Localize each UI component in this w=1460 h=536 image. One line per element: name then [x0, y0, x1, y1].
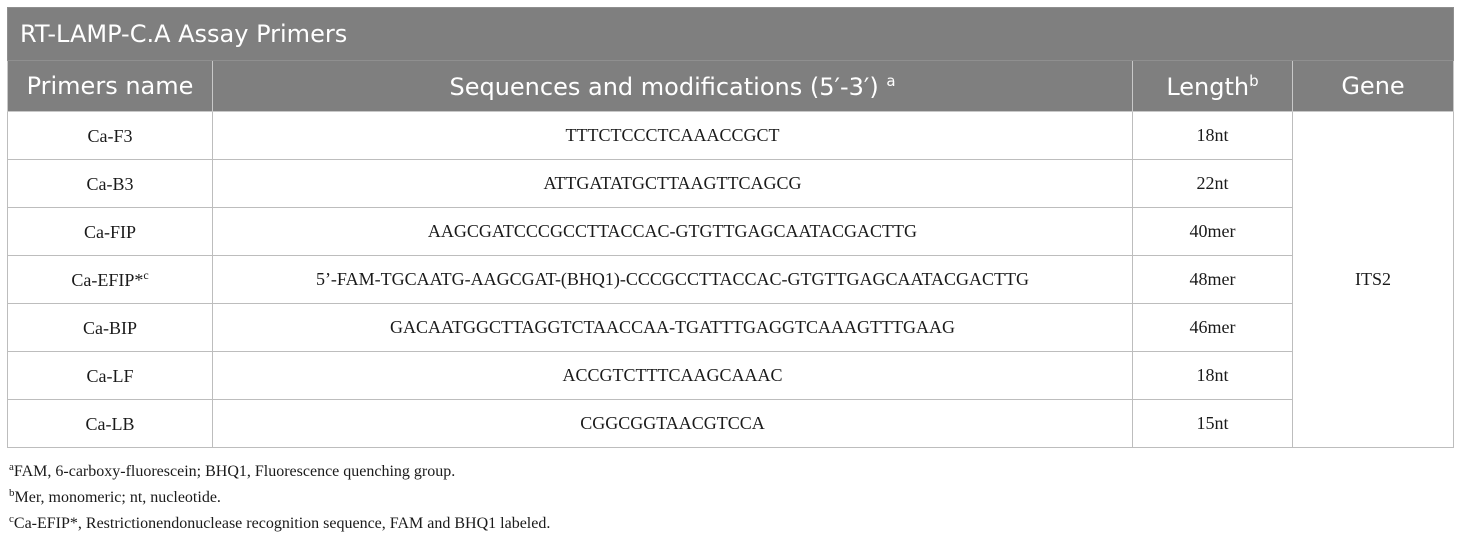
- table-row: Ca-BIP GACAATGGCTTAGGTCTAACCAA-TGATTTGAG…: [7, 303, 1454, 352]
- primer-length: 48mer: [1132, 255, 1293, 304]
- primer-length: 18nt: [1132, 351, 1293, 400]
- header-gene: Gene: [1291, 60, 1455, 112]
- primer-sequence: GACAATGGCTTAGGTCTAACCAA-TGATTTGAGGTCAAAG…: [212, 303, 1133, 352]
- primer-name: Ca-EFIP*c: [7, 255, 213, 304]
- gene-cell: ITS2: [1291, 111, 1455, 448]
- table-title: RT-LAMP-C.A Assay Primers: [6, 7, 1455, 61]
- primer-name-text: Ca-LF: [86, 366, 134, 386]
- primer-length: 46mer: [1132, 303, 1293, 352]
- table-row: Ca-LB CGGCGGTAACGTCCA 15nt: [7, 399, 1454, 448]
- footnote-mark: a: [9, 461, 14, 473]
- header-sequence-sup: a: [886, 71, 896, 90]
- primer-sequence: 5’-FAM-TGCAATG-AAGCGAT-(BHQ1)-CCCGCCTTAC…: [212, 255, 1133, 304]
- primer-table-container: RT-LAMP-C.A Assay Primers Primers name S…: [6, 7, 1455, 448]
- header-length-text: Length: [1166, 72, 1250, 101]
- header-length-sup: b: [1249, 71, 1259, 90]
- primer-name-text: Ca-LB: [85, 414, 135, 434]
- footnote-c: cCa-EFIP*, Restrictionendonuclease recog…: [9, 508, 550, 534]
- header-sequence-text: Sequences and modifications (5′-3′): [449, 72, 879, 101]
- footnote-mark: c: [9, 513, 14, 525]
- footnotes: aFAM, 6-carboxy-fluorescein; BHQ1, Fluor…: [9, 456, 550, 534]
- header-length: Lengthb: [1132, 60, 1293, 112]
- primer-name-text: Ca-F3: [87, 126, 133, 146]
- footnote-text: Mer, monomeric; nt, nucleotide.: [14, 489, 221, 506]
- primer-length: 15nt: [1132, 399, 1293, 448]
- primer-length: 18nt: [1132, 111, 1293, 160]
- primer-table: RT-LAMP-C.A Assay Primers Primers name S…: [6, 7, 1455, 448]
- footnote-b: bMer, monomeric; nt, nucleotide.: [9, 482, 550, 508]
- primer-sequence: CGGCGGTAACGTCCA: [212, 399, 1133, 448]
- primer-name-text: Ca-EFIP*: [71, 270, 144, 290]
- primer-name: Ca-LB: [7, 399, 213, 448]
- primer-name-sup: c: [143, 268, 149, 282]
- table-row: Ca-FIP AAGCGATCCCGCCTTACCAC-GTGTTGAGCAAT…: [7, 207, 1454, 256]
- table-row: Ca-LF ACCGTCTTTCAAGCAAAC 18nt: [7, 351, 1454, 400]
- footnote-a: aFAM, 6-carboxy-fluorescein; BHQ1, Fluor…: [9, 456, 550, 482]
- footnote-text: FAM, 6-carboxy-fluorescein; BHQ1, Fluore…: [13, 463, 456, 480]
- table-header-row: Primers name Sequences and modifications…: [7, 60, 1455, 112]
- primer-sequence: ATTGATATGCTTAAGTTCAGCG: [212, 159, 1133, 208]
- primer-sequence: TTTCTCCCTCAAACCGCT: [212, 111, 1133, 160]
- table-row: Ca-F3 TTTCTCCCTCAAACCGCT 18nt ITS2: [7, 111, 1455, 448]
- table-row: Ca-EFIP*c 5’-FAM-TGCAATG-AAGCGAT-(BHQ1)-…: [7, 255, 1454, 304]
- primer-name: Ca-FIP: [7, 207, 213, 256]
- primer-name-text: Ca-B3: [86, 174, 134, 194]
- primer-sequence: AAGCGATCCCGCCTTACCAC-GTGTTGAGCAATACGACTT…: [212, 207, 1133, 256]
- primer-length: 40mer: [1132, 207, 1293, 256]
- header-gene-text: Gene: [1341, 72, 1405, 100]
- primer-name: Ca-BIP: [7, 303, 213, 352]
- header-primers-name-text: Primers name: [26, 72, 194, 100]
- header-sequence: Sequences and modifications (5′-3′) a: [212, 60, 1133, 112]
- footnote-text: Ca-EFIP*, Restrictionendonuclease recogn…: [13, 515, 551, 532]
- primer-name-text: Ca-FIP: [83, 222, 136, 242]
- primer-name: Ca-F3: [7, 111, 213, 160]
- footnote-mark: b: [9, 487, 15, 499]
- table-title-row: RT-LAMP-C.A Assay Primers: [6, 7, 1455, 61]
- primer-sequence: ACCGTCTTTCAAGCAAAC: [212, 351, 1133, 400]
- primer-name-text: Ca-BIP: [83, 318, 137, 338]
- header-primers-name: Primers name: [7, 60, 213, 112]
- primer-name: Ca-B3: [7, 159, 213, 208]
- primer-name: Ca-LF: [7, 351, 213, 400]
- table-row: Ca-B3 ATTGATATGCTTAAGTTCAGCG 22nt: [7, 159, 1454, 208]
- primer-length: 22nt: [1132, 159, 1293, 208]
